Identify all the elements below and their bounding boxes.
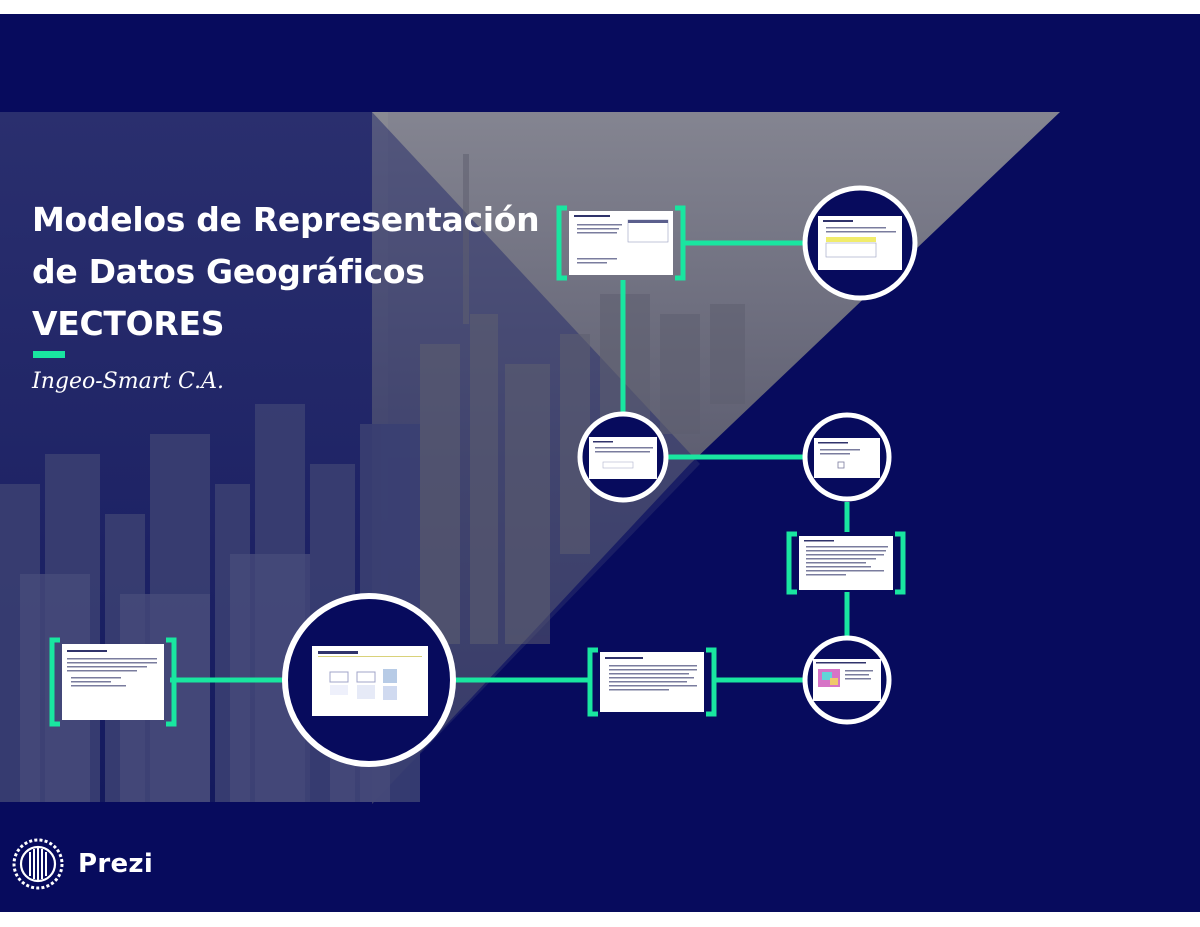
topic-circle-3[interactable]: [802, 412, 892, 502]
prezi-logo: Prezi: [8, 836, 153, 892]
topic-circle-2[interactable]: [802, 635, 892, 725]
topic-frame-4[interactable]: [556, 205, 686, 281]
prezi-logo-text: Prezi: [78, 849, 154, 879]
title-line-3: VECTORES: [32, 304, 225, 343]
prezi-logo-icon: [12, 838, 64, 890]
title-line-1: Modelos de Representación: [32, 200, 540, 239]
slide-subtitle: Ingeo-Smart C.A.: [32, 369, 224, 394]
topic-frame-2[interactable]: [587, 647, 717, 717]
presentation-slide: Modelos de Representación de Datos Geogr…: [0, 14, 1200, 912]
slide-title: Modelos de Representación de Datos Geogr…: [32, 194, 552, 350]
topic-circle-1[interactable]: [282, 593, 456, 767]
topic-frame-1[interactable]: [49, 637, 177, 727]
title-line-2: de Datos Geográficos: [32, 252, 425, 291]
topic-circle-4[interactable]: [577, 411, 669, 503]
topic-frame-3[interactable]: [786, 531, 906, 595]
topic-circle-5[interactable]: [802, 185, 918, 301]
background-art: [0, 112, 1060, 804]
accent-dash: [33, 351, 65, 358]
path-connectors: [170, 240, 850, 683]
